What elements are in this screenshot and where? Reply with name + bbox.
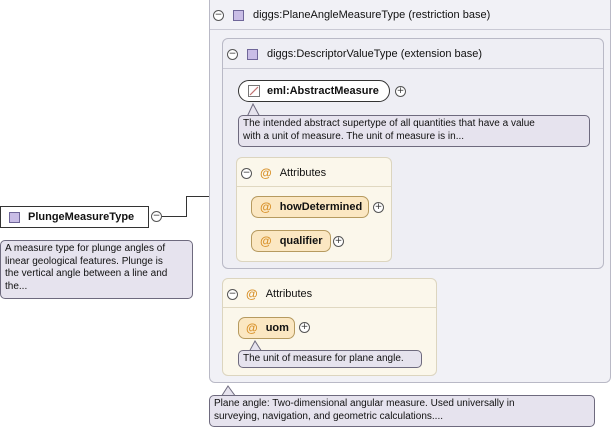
attribute-label: howDetermined [279,201,363,213]
abstract-measure-label: eml:AbstractMeasure [267,85,379,97]
doc-pointer [247,103,261,117]
restriction-collapse-icon[interactable]: − [213,9,224,21]
uom-documentation: The unit of measure for plane angle. [238,350,422,368]
extension-base-label: diggs:DescriptorValueType (extension bas… [267,48,483,60]
abstract-measure-documentation: The intended abstract supertype of all q… [238,115,590,147]
attribute-icon: @ [260,200,272,214]
outer-attributes-header[interactable]: − @ Attributes [227,286,312,302]
attribute-uom[interactable]: @ uom [238,317,295,339]
restriction-base-label: diggs:PlaneAngleMeasureType (restriction… [253,9,491,21]
qualifier-expand-icon[interactable]: + [333,236,344,247]
attribute-label: qualifier [279,235,323,247]
restriction-documentation: Plane angle: Two-dimensional angular mea… [209,395,595,427]
attribute-icon: @ [260,234,272,248]
extension-collapse-icon[interactable]: − [227,48,238,60]
outer-attributes-collapse-icon[interactable]: − [227,288,238,300]
connector-line [162,216,186,217]
doc-pointer [221,385,237,397]
extension-base-header[interactable]: − diggs:DescriptorValueType (extension b… [227,46,482,62]
separator [210,29,610,30]
connector-line [186,196,187,217]
root-type-label: PlungeMeasureType [28,211,135,223]
outer-attributes-title: Attributes [265,288,313,300]
inner-attributes-collapse-icon[interactable]: − [241,167,252,179]
connector-line [186,196,210,197]
attribute-label: uom [265,322,289,334]
abstract-measure-node[interactable]: eml:AbstractMeasure [238,80,390,102]
attribute-group-icon: @ [246,287,258,301]
root-collapse-icon[interactable]: − [151,211,162,222]
attribute-howdetermined[interactable]: @ howDetermined [251,196,369,218]
doc-pointer [249,340,263,352]
uom-expand-icon[interactable]: + [299,322,310,333]
complex-type-icon [233,9,244,21]
complex-type-icon [247,48,258,60]
howdetermined-expand-icon[interactable]: + [373,202,384,213]
attribute-group-icon: @ [260,166,272,180]
inner-attributes-header[interactable]: − @ Attributes [241,165,326,181]
restriction-base-header[interactable]: − diggs:PlaneAngleMeasureType (restricti… [213,7,490,23]
separator [223,68,603,69]
inner-attributes-title: Attributes [279,167,327,179]
separator [237,186,391,187]
separator [223,307,436,308]
root-type-node[interactable]: PlungeMeasureType [0,206,149,228]
attribute-icon: @ [246,321,258,335]
complex-type-icon [9,211,20,223]
abstract-measure-expand-icon[interactable]: + [395,86,406,97]
attribute-qualifier[interactable]: @ qualifier [251,230,331,252]
abstract-element-icon [248,85,260,97]
